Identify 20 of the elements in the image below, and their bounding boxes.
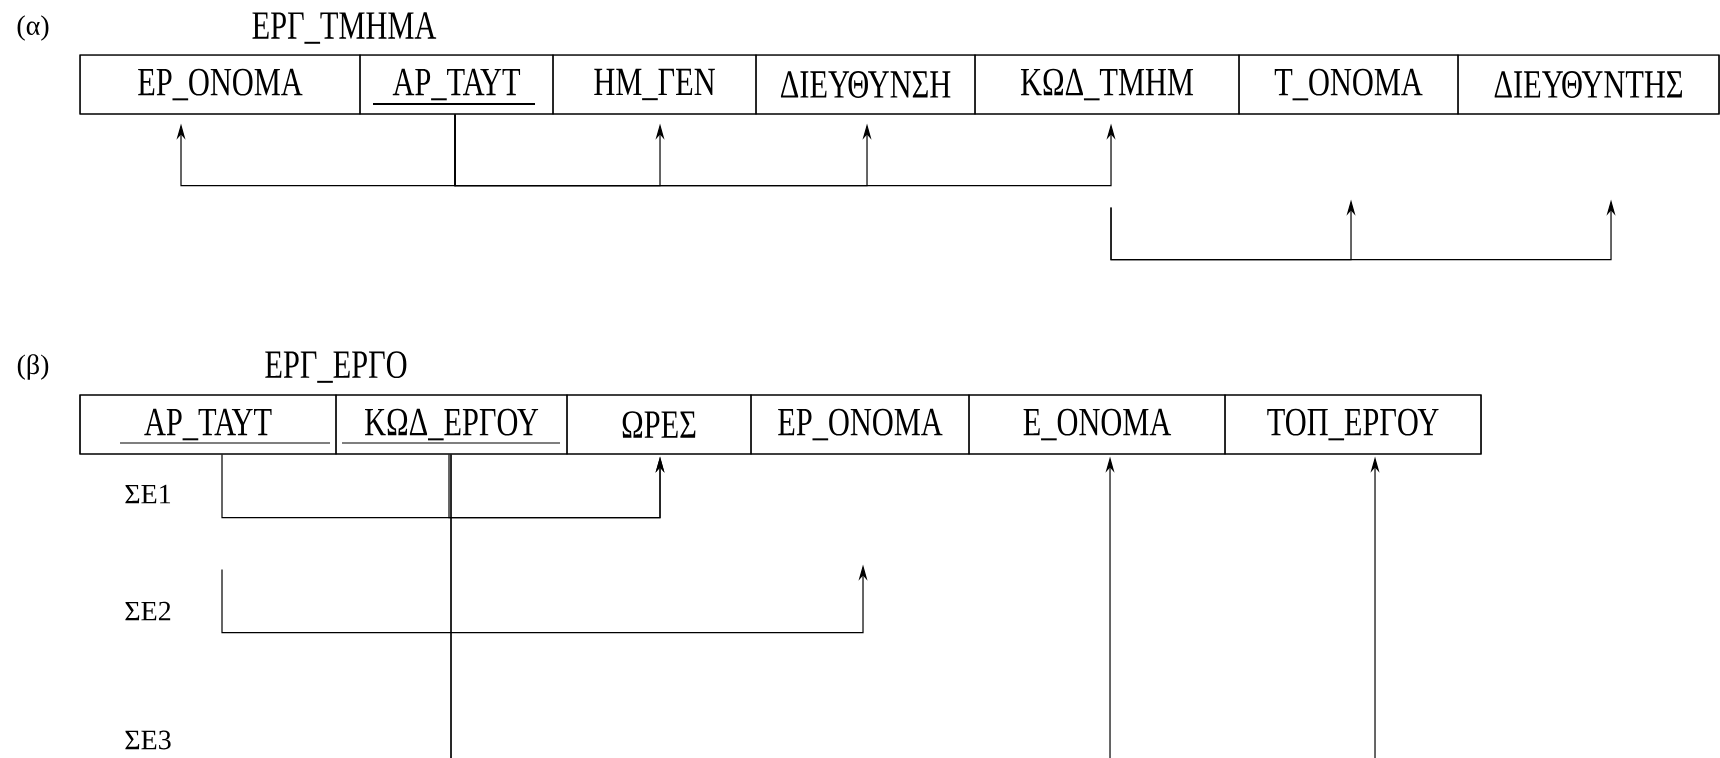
label: ΣΕ2 <box>125 601 171 621</box>
attribute-cell: ΚΩΔ_ΤΜΗΜ <box>974 54 1240 115</box>
attribute-cell: ΕΡ_ΟΝΟΜΑ <box>79 54 361 115</box>
attribute-cell: Ε_ΟΝΟΜΑ <box>968 394 1226 455</box>
attribute-cell: ΑΡ_ΤΑΥΤ <box>79 394 337 455</box>
attribute-cell: ΔΙΕΥΘΥΝΤΗΣ <box>1457 54 1720 115</box>
label: (β) <box>17 354 49 380</box>
label: (α) <box>17 15 49 41</box>
attribute-cell: Τ_ΟΝΟΜΑ <box>1238 54 1459 115</box>
attribute-cell: ΩΡΕΣ <box>566 394 752 455</box>
node-label: ΕΡΓ_ΤΜΗΜΑ <box>252 12 437 44</box>
attribute-cell: ΔΙΕΥΘΥΝΣΗ <box>755 54 976 115</box>
attribute-cell: ΕΡ_ΟΝΟΜΑ <box>750 394 970 455</box>
attribute-cell: ΚΩΔ_ΕΡΓΟΥ <box>335 394 568 455</box>
attribute-cell: ΗΜ_ΓΕΝ <box>552 54 757 115</box>
node-label: ΕΡΓ_ΕΡΓΟ <box>265 351 407 383</box>
label: ΣΕ1 <box>125 484 170 504</box>
attribute-cell: ΤΟΠ_ΕΡΓΟΥ <box>1224 394 1482 455</box>
attribute-cell: ΑΡ_ΤΑΥΤ <box>359 54 554 115</box>
label: ΣΕ3 <box>125 730 171 750</box>
